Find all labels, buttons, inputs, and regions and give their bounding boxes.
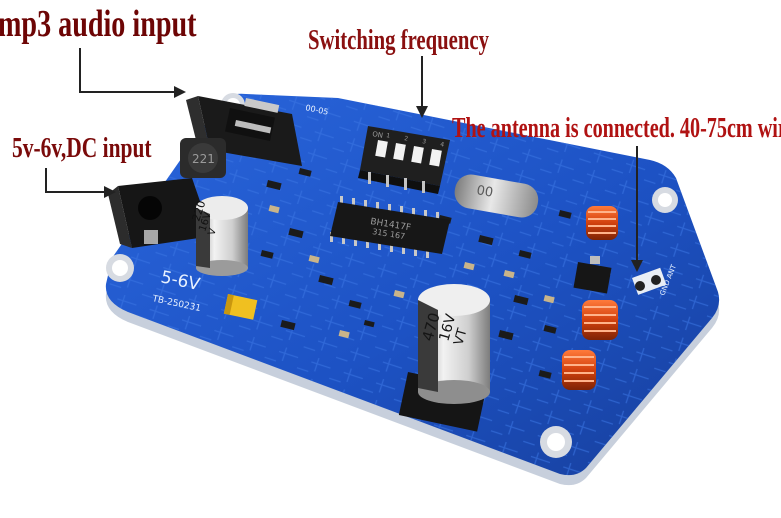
annotation-arrows	[45, 48, 643, 272]
tantalum-capacitor	[223, 294, 258, 320]
dip-number-2: 2	[404, 135, 409, 143]
dip-switch-levers	[375, 140, 442, 167]
annotation-switching-frequency: Switching frequency	[308, 25, 489, 56]
antenna-pads	[632, 267, 667, 295]
mp3-arrow	[79, 48, 176, 93]
annotation-dc-input: 5v-6v,DC input	[12, 132, 152, 164]
cap-small-line-1: 220	[189, 199, 208, 223]
dip-switch-pins	[368, 172, 425, 193]
rf-coil-1	[586, 206, 618, 240]
cap-large-line-3: VT	[451, 327, 470, 347]
power-inductor: 221	[180, 138, 226, 178]
annotation-mp3-audio-input: mp3 audio input	[0, 3, 197, 45]
main-ic: BH1417F 315 167	[330, 196, 450, 258]
crystal-oscillator: 00	[454, 174, 539, 218]
switching-arrow-head	[416, 106, 428, 118]
cap-small-line-3: V	[206, 227, 219, 237]
rf-coil-2	[582, 300, 618, 340]
dc-arrow-head	[104, 186, 116, 198]
small-electrolytic-capacitor: 220 16V V	[189, 196, 248, 276]
antenna-arrow-head	[631, 260, 643, 272]
dip-on-marking: ON	[372, 130, 384, 140]
dip-number-1: 1	[386, 132, 391, 140]
dc-jack	[108, 178, 212, 248]
audio-jack	[186, 96, 302, 166]
smd-capacitors	[268, 204, 555, 339]
mp3-arrow-head	[174, 86, 186, 98]
transistor	[573, 256, 612, 294]
dip-switch: ON 1 2 3 4	[358, 126, 450, 194]
ic-pins	[330, 196, 439, 258]
large-electrolytic-capacitor: 470 16V VT	[398, 284, 490, 432]
dc-arrow	[45, 168, 106, 193]
dip-number-3: 3	[422, 138, 427, 146]
dip-number-4: 4	[440, 141, 445, 149]
rf-coil-3	[562, 350, 596, 390]
annotation-antenna: The antenna is connected. 40-75cm wire	[452, 113, 781, 144]
cap-large-line-2: 16V	[436, 312, 459, 343]
crystal-marking: 00	[475, 183, 494, 201]
inductor-marking: 221	[192, 152, 215, 166]
